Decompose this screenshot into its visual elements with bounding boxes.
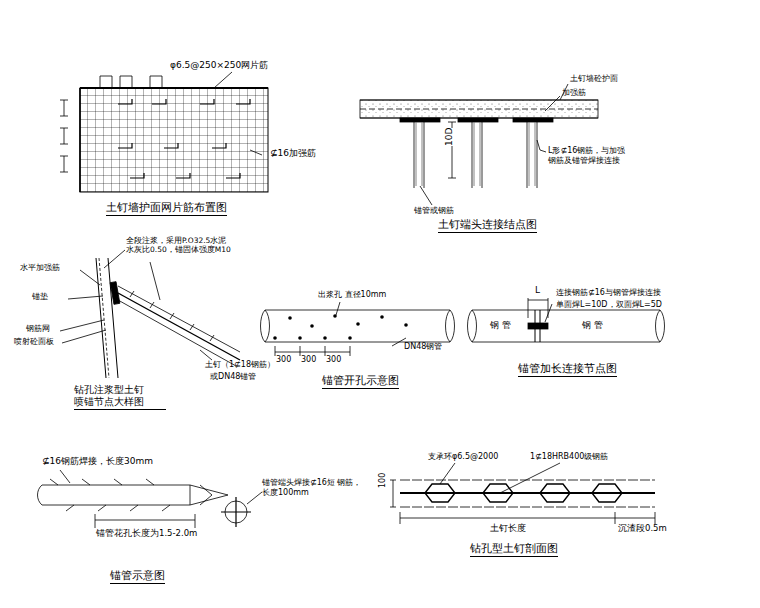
drawing-note: 喷射砼面板 bbox=[14, 337, 54, 347]
drawing-note: 300 bbox=[326, 355, 341, 365]
drawing-note: 水平加强筋 bbox=[20, 263, 60, 273]
drawing-note: ⊈16钢筋焊接，长度30mm bbox=[42, 456, 153, 467]
drawing-title: 土钉墙护面网片筋布置图 bbox=[106, 201, 227, 216]
drawing-note: 全段注浆，采用P.O32.5水泥 水灰比0.50，锚固体强度M10 bbox=[126, 236, 244, 254]
drawing-note: 100 bbox=[378, 473, 388, 488]
drawing-note: 300 bbox=[276, 355, 291, 365]
drawing-title: 锚管开孔示意图 bbox=[322, 374, 399, 389]
drawing-note: 钢 管 bbox=[582, 320, 603, 331]
drawing-note: 支承环φ6.5@2000 bbox=[428, 452, 498, 462]
drawing-title: 钻孔注浆型土钉 喷锚节点大样图 bbox=[74, 384, 166, 410]
drawing-note: L bbox=[535, 285, 540, 296]
drawing-note: DN48钢管 bbox=[404, 342, 442, 352]
drawing-note: 锚垫 bbox=[32, 292, 48, 302]
drawing-note: 土钉（1⊈18钢筋） bbox=[205, 360, 275, 370]
drawing-note: 锚管或钢筋 bbox=[414, 206, 454, 216]
drawing-note: 锚管端头焊接⊈16短 钢筋，长度100mm bbox=[262, 478, 362, 497]
drawing-note: 加强筋 bbox=[562, 88, 586, 98]
drawing-note: 或DN48锚管 bbox=[210, 372, 256, 382]
drawing-note: 连接钢筋⊈16与钢管焊接连接 bbox=[556, 288, 661, 298]
drawing-note: φ6.5@250×250网片筋 bbox=[170, 60, 268, 71]
drawing-note: 锚管花孔长度为1.5-2.0m bbox=[96, 528, 197, 538]
drawing-note: L形⊈16钢筋，与加强 钢筋及锚管焊接连接 bbox=[548, 146, 648, 165]
drawing-title: 锚管加长连接节点图 bbox=[518, 362, 617, 377]
drawing-note: 1⊈18HRB400级钢筋 bbox=[530, 452, 608, 462]
drawing-note: 沉渣段0.5m bbox=[618, 523, 667, 533]
drawing-note: 钢 管 bbox=[490, 320, 511, 331]
drawing-note: 300 bbox=[301, 355, 316, 365]
drawing-note: 出浆孔 直径10mm bbox=[318, 290, 386, 300]
drawing-note: ⊈16加强筋 bbox=[270, 148, 316, 159]
drawing-note: 钢筋网 bbox=[26, 324, 50, 334]
drawing-title: 锚管示意图 bbox=[110, 569, 165, 584]
drawing-note: 土钉长度 bbox=[490, 523, 526, 533]
drawing-title: 土钉端头连接结点图 bbox=[438, 218, 537, 233]
drawing-note: 10D bbox=[444, 128, 455, 146]
drawing-note: 单面焊L=10D，双面焊L=5D bbox=[556, 300, 662, 310]
drawing-title: 钻孔型土钉剖面图 bbox=[470, 542, 558, 557]
drawing-note: 土钉墙砼护面 bbox=[570, 74, 618, 84]
